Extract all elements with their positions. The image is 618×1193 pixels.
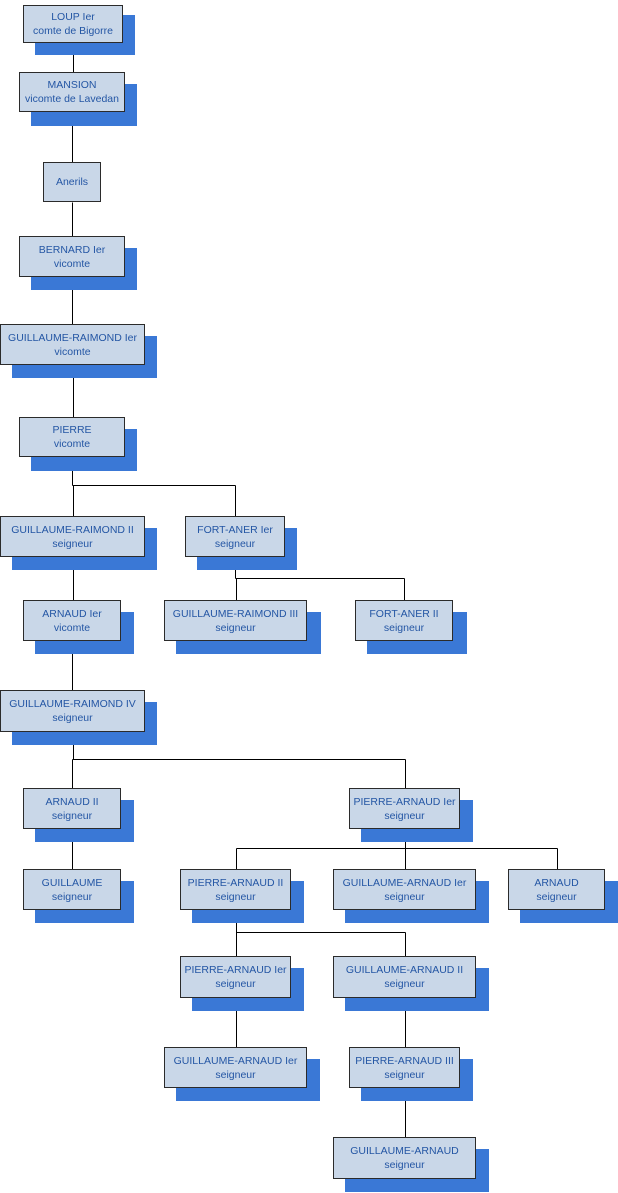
node-name: LOUP Ier: [51, 11, 95, 23]
node-box: GUILLAUME-RAIMOND Ier vicomte: [0, 324, 145, 365]
node-box: FORT-ANER II seigneur: [355, 600, 453, 641]
node-name: ARNAUD Ier: [42, 607, 102, 620]
node-title: vicomte: [54, 345, 91, 358]
node-name: FORT-ANER II: [369, 607, 439, 620]
node-name: GUILLAUME-ARNAUD Ier: [173, 1054, 298, 1067]
node-name: FORT-ANER Ier: [197, 523, 273, 536]
node-name: GUILLAUME-ARNAUD: [350, 1145, 459, 1157]
node-name: ARNAUD II: [45, 795, 99, 808]
node-box: PIERRE-ARNAUD III seigneur: [349, 1047, 460, 1088]
node-title: seigneur: [51, 890, 93, 903]
node-title: seigneur: [536, 890, 577, 903]
node-box: Anerils: [43, 162, 101, 202]
node-box: PIERRE-ARNAUD Ier seigneur: [180, 956, 291, 998]
node-guillaume-arnaud-ii: GUILLAUME-ARNAUD II seigneur: [333, 956, 489, 1011]
node-title: seigneur: [215, 978, 256, 990]
node-box: ARNAUD Ier vicomte: [23, 600, 121, 641]
node-title: seigneur: [384, 978, 425, 990]
node-box: GUILLAUME-ARNAUD II seigneur: [333, 956, 476, 998]
node-arnaud: ARNAUD seigneur: [508, 869, 618, 923]
node-name: MANSION: [47, 79, 97, 91]
node-bernard-ier: BERNARD Ier vicomte: [19, 236, 137, 290]
node-name: PIERRE-ARNAUD III: [355, 1054, 454, 1067]
node-name: PIERRE-ARNAUD Ier: [353, 795, 456, 808]
node-box: ARNAUD seigneur: [508, 869, 605, 910]
node-title: vicomte: [53, 438, 91, 450]
node-title: seigneur: [215, 621, 256, 634]
node-name: PIERRE-ARNAUD II: [187, 876, 284, 889]
node-title: seigneur: [384, 1068, 425, 1081]
node-box: ARNAUD II seigneur: [23, 788, 121, 829]
node-box: GUILLAUME-ARNAUD seigneur: [333, 1137, 476, 1179]
node-name: GUILLAUME-ARNAUD II: [345, 964, 464, 976]
node-box: GUILLAUME-ARNAUD Ier seigneur: [164, 1047, 307, 1088]
node-title: comte de Bigorre: [33, 25, 113, 37]
node-title: vicomte: [53, 621, 91, 634]
node-pierre-arnaud-iii: PIERRE-ARNAUD III seigneur: [349, 1047, 473, 1101]
node-title: vicomte de Lavedan: [25, 93, 119, 105]
node-guillaume-arnaud-ier: GUILLAUME-ARNAUD Ier seigneur: [333, 869, 489, 923]
node-box: PIERRE vicomte: [19, 417, 125, 457]
node-title: vicomte: [53, 257, 91, 270]
node-pierre-arnaud-ier: PIERRE-ARNAUD Ier seigneur: [349, 788, 473, 842]
node-guillaume: GUILLAUME seigneur: [23, 869, 134, 923]
node-name: GUILLAUME-RAIMOND Ier: [8, 331, 137, 344]
node-name: GUILLAUME-RAIMOND III: [172, 607, 299, 620]
node-name: ARNAUD: [534, 876, 579, 889]
node-guillaume-raimond-ier: GUILLAUME-RAIMOND Ier vicomte: [0, 324, 157, 378]
node-fort-aner-ier: FORT-ANER Ier seigneur: [185, 516, 297, 570]
node-box: GUILLAUME-ARNAUD Ier seigneur: [333, 869, 476, 910]
node-guillaume-arnaud: GUILLAUME-ARNAUD seigneur: [333, 1137, 489, 1192]
node-box: PIERRE-ARNAUD Ier seigneur: [349, 788, 460, 829]
node-guillaume-raimond-iii: GUILLAUME-RAIMOND III seigneur: [164, 600, 321, 654]
node-name: BERNARD Ier: [38, 243, 106, 256]
node-title: seigneur: [384, 1159, 425, 1171]
node-fort-aner-ii: FORT-ANER II seigneur: [355, 600, 467, 654]
node-box: GUILLAUME-RAIMOND III seigneur: [164, 600, 307, 641]
node-box: BERNARD Ier vicomte: [19, 236, 125, 277]
node-name: GUILLAUME-RAIMOND IV: [9, 698, 136, 710]
node-title: seigneur: [215, 1068, 256, 1081]
node-mansion: MANSION vicomte de Lavedan: [19, 72, 137, 126]
node-title: seigneur: [52, 537, 93, 550]
node-box: MANSION vicomte de Lavedan: [19, 72, 125, 112]
node-pierre-arnaud-ii: PIERRE-ARNAUD II seigneur: [180, 869, 304, 923]
node-arnaud-ier: ARNAUD Ier vicomte: [23, 600, 134, 654]
node-title: seigneur: [383, 621, 425, 634]
node-loup-ier: LOUP Ier comte de Bigorre: [23, 5, 135, 55]
node-title: seigneur: [215, 890, 256, 903]
node-box: GUILLAUME seigneur: [23, 869, 121, 910]
node-guillaume-raimond-iv: GUILLAUME-RAIMOND IV seigneur: [0, 690, 157, 745]
node-box: PIERRE-ARNAUD II seigneur: [180, 869, 291, 910]
node-box: LOUP Ier comte de Bigorre: [23, 5, 123, 43]
node-pierre-arnaud-ier-2: PIERRE-ARNAUD Ier seigneur: [180, 956, 304, 1011]
node-title: seigneur: [214, 537, 256, 550]
node-title: seigneur: [384, 890, 425, 903]
node-box: GUILLAUME-RAIMOND IV seigneur: [0, 690, 145, 732]
node-arnaud-ii: ARNAUD II seigneur: [23, 788, 134, 842]
node-title: seigneur: [51, 809, 93, 822]
node-name: GUILLAUME: [41, 876, 103, 889]
node-box: FORT-ANER Ier seigneur: [185, 516, 285, 557]
node-name: PIERRE-ARNAUD Ier: [184, 964, 287, 976]
node-guillaume-arnaud-ier-2: GUILLAUME-ARNAUD Ier seigneur: [164, 1047, 320, 1101]
node-guillaume-raimond-ii: GUILLAUME-RAIMOND II seigneur: [0, 516, 157, 570]
node-name: Anerils: [55, 176, 89, 188]
node-name: PIERRE: [52, 424, 92, 436]
node-title: seigneur: [384, 809, 425, 822]
node-name: GUILLAUME-RAIMOND II: [11, 523, 134, 536]
node-name: GUILLAUME-ARNAUD Ier: [342, 876, 467, 889]
node-pierre: PIERRE vicomte: [19, 417, 137, 471]
node-anerils: Anerils: [43, 162, 101, 202]
node-box: GUILLAUME-RAIMOND II seigneur: [0, 516, 145, 557]
node-title: seigneur: [52, 712, 93, 724]
